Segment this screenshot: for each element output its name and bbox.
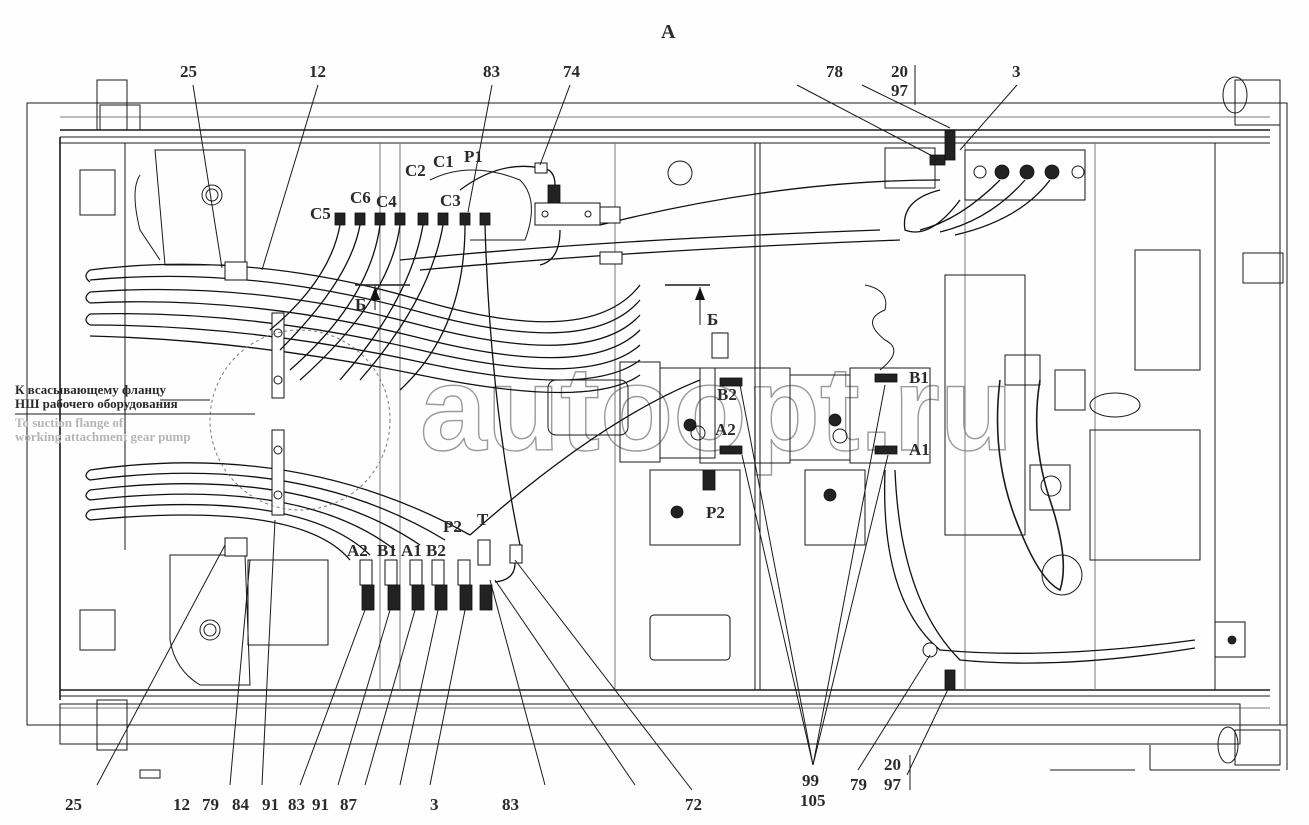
- callout-78: 78: [826, 62, 843, 81]
- callout-3-top: 3: [1012, 62, 1021, 81]
- pump-port-p2: P2: [706, 503, 725, 522]
- callout-25-top: 25: [180, 62, 197, 81]
- port-labels-pump: B2 A2 P2 B1 A1: [706, 368, 930, 522]
- callouts-bottom: 25 12 79 84 91 83 91 87 3 83 72 99 105 7…: [65, 755, 902, 814]
- port-labels-top: C5 C6 C4 C2 C1 C3 P1: [310, 147, 483, 223]
- callout-72: 72: [685, 795, 702, 814]
- leader-lines: [15, 65, 1018, 791]
- callout-105: 105: [800, 791, 826, 810]
- port-labels-bottom: A2 B1 A1 B2 P2 T: [347, 510, 489, 560]
- suction-flange-note: К всасывающему фланцу НШ рабочего оборуд…: [15, 382, 191, 444]
- left-mount-top: [134, 149, 246, 266]
- callout-91-a: 91: [262, 795, 279, 814]
- callout-83-bottom-a: 83: [288, 795, 305, 814]
- port-c3: C3: [440, 191, 461, 210]
- left-mount-bottom: [169, 554, 329, 686]
- callouts-top: 25 12 83 74 78 20 97 3: [180, 62, 1021, 100]
- pump-port-b2: B2: [717, 385, 737, 404]
- view-label: А: [661, 21, 676, 43]
- callout-99: 99: [802, 771, 819, 790]
- pump-port-a2: A2: [715, 420, 736, 439]
- callout-20-bottom: 20: [884, 755, 901, 774]
- hose-bundle-upper: [85, 179, 941, 394]
- note-en-line2: working attachment gear pump: [15, 429, 191, 444]
- pump-assembly: [547, 284, 931, 546]
- engine-assembly: [883, 249, 1246, 691]
- note-en-line1: To suction flange of: [15, 415, 124, 430]
- port-t-hose: T: [477, 510, 489, 529]
- control-valve-manifold: [884, 129, 1086, 236]
- note-ru-line2: НШ рабочего оборудования: [15, 396, 178, 411]
- section-b-marker: [355, 284, 710, 325]
- port-c5: C5: [310, 204, 331, 223]
- bottom-port-fittings: [359, 539, 731, 661]
- section-b-label-left: Б: [355, 295, 366, 314]
- callout-83-top: 83: [483, 62, 500, 81]
- section-b-label-right: Б: [707, 310, 718, 329]
- top-port-fittings: [269, 169, 532, 546]
- port-a2-hose: A2: [347, 541, 368, 560]
- callout-20-top: 20: [891, 62, 908, 81]
- callout-83-bottom-b: 83: [502, 795, 519, 814]
- port-p1: P1: [464, 147, 483, 166]
- callout-79-bottom: 79: [202, 795, 219, 814]
- hose-clamps: [209, 261, 391, 557]
- pump-port-b1: B1: [909, 368, 929, 387]
- port-c4: C4: [376, 192, 397, 211]
- callout-12-bottom: 12: [173, 795, 190, 814]
- callout-25-bottom: 25: [65, 795, 82, 814]
- callout-12-top: 12: [309, 62, 326, 81]
- port-c6: C6: [350, 188, 371, 207]
- port-c2: C2: [405, 161, 426, 180]
- valve-block-74: [459, 162, 623, 266]
- port-b2-hose: B2: [426, 541, 446, 560]
- callout-97-top: 97: [891, 81, 909, 100]
- port-b1-hose: B1: [377, 541, 397, 560]
- callout-74: 74: [563, 62, 581, 81]
- callout-84: 84: [232, 795, 250, 814]
- port-a1-hose: A1: [401, 541, 422, 560]
- pump-port-a1: A1: [909, 440, 930, 459]
- callout-97-bottom: 97: [884, 775, 902, 794]
- callout-79-bottom-right: 79: [850, 775, 867, 794]
- callout-3-bottom: 3: [430, 795, 439, 814]
- callout-87: 87: [340, 795, 358, 814]
- frame: [26, 76, 1288, 779]
- note-ru-line1: К всасывающему фланцу: [15, 382, 166, 397]
- watermark: autoopt.ru: [420, 342, 1013, 476]
- port-p2-hose: P2: [443, 517, 462, 536]
- port-c1: C1: [433, 152, 454, 171]
- callout-91-b: 91: [312, 795, 329, 814]
